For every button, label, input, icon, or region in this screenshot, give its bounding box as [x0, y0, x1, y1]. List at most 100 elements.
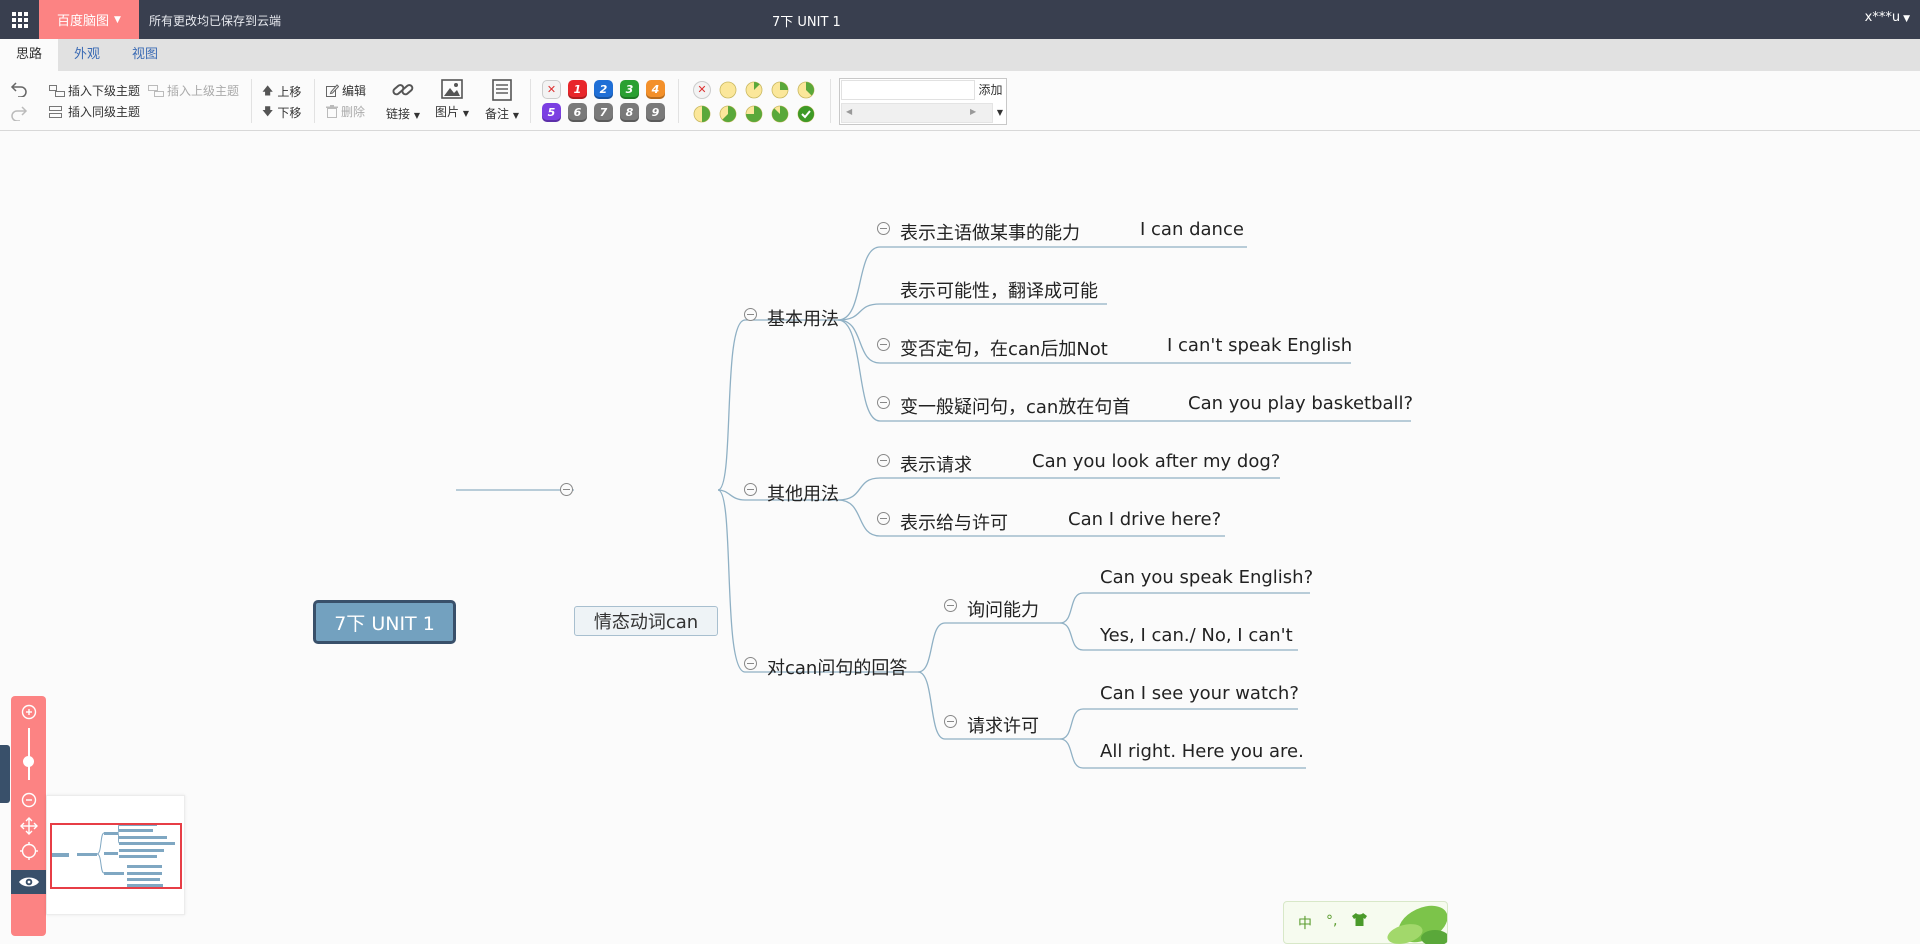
mindmap-canvas[interactable]: 7下 UNIT 1 情态动词can 基本用法 表示主语做某事的能力 I can …: [0, 132, 1920, 944]
edit-label: 编辑: [342, 84, 367, 98]
branch-topic[interactable]: 基本用法: [767, 309, 839, 330]
brand-menu-button[interactable]: 百度脑图 ▼: [39, 0, 139, 39]
user-menu[interactable]: x***u▼: [1865, 10, 1910, 25]
chevron-down-icon[interactable]: ▼: [996, 108, 1004, 117]
progress-2-icon[interactable]: [771, 81, 789, 99]
subtopic[interactable]: 请求许可: [967, 716, 1039, 737]
priority-7-button[interactable]: 7: [594, 103, 613, 122]
note-label: 备注: [485, 107, 510, 121]
subtopic[interactable]: 表示可能性，翻译成可能: [900, 281, 1098, 302]
note-button[interactable]: 备注 ▼: [482, 79, 522, 123]
insert-parent-button[interactable]: 插入上级主题: [148, 82, 239, 99]
progress-0-icon[interactable]: [719, 81, 737, 99]
collapse-icon[interactable]: [877, 338, 890, 351]
document-title[interactable]: 7下 UNIT 1: [772, 15, 841, 30]
example-topic[interactable]: Can you play basketball?: [1188, 393, 1414, 414]
delete-button[interactable]: 删除: [326, 103, 365, 120]
priority-4-button[interactable]: 4: [646, 80, 665, 99]
priority-5-button[interactable]: 5: [542, 103, 561, 122]
collapse-icon[interactable]: [877, 396, 890, 409]
navigator-minimap[interactable]: [46, 795, 185, 915]
locate-root-icon[interactable]: [19, 841, 38, 860]
move-down-button[interactable]: 🡇 下移: [262, 103, 301, 122]
subtopic[interactable]: 表示主语做某事的能力: [900, 223, 1080, 244]
edit-button[interactable]: 编辑: [326, 82, 366, 99]
collapse-icon[interactable]: [944, 715, 957, 728]
minimap-viewport[interactable]: [50, 823, 182, 889]
collapse-icon[interactable]: [944, 599, 957, 612]
move-icon[interactable]: [19, 816, 38, 835]
clear-progress-icon[interactable]: ✕: [693, 81, 711, 99]
example-topic[interactable]: Yes, I can./ No, I can't: [1100, 625, 1293, 646]
zoom-out-icon[interactable]: [19, 790, 38, 809]
insert-sibling-button[interactable]: 插入同级主题: [49, 103, 140, 120]
example-topic[interactable]: Can I drive here?: [1068, 509, 1222, 530]
connector-line: [837, 319, 1351, 364]
example-topic[interactable]: All right. Here you are.: [1100, 741, 1304, 762]
priority-1-button[interactable]: 1: [568, 80, 587, 99]
collapse-icon[interactable]: [744, 483, 757, 496]
priority-6-button[interactable]: 6: [568, 103, 587, 122]
progress-5-icon[interactable]: [719, 105, 737, 123]
undo-icon[interactable]: [10, 81, 28, 100]
progress-3-icon[interactable]: [797, 81, 815, 99]
zoom-in-icon[interactable]: [19, 702, 38, 721]
resource-input[interactable]: [841, 80, 975, 100]
collapse-icon[interactable]: [877, 512, 890, 525]
move-up-button[interactable]: 🡅 上移: [262, 82, 301, 101]
tab-idea[interactable]: 思路: [0, 39, 58, 71]
eye-icon[interactable]: [11, 870, 46, 894]
progress-1-icon[interactable]: [745, 81, 763, 99]
move-down-label: 下移: [277, 106, 302, 120]
subtopic[interactable]: 表示给与许可: [900, 513, 1008, 534]
example-topic[interactable]: Can you speak English?: [1100, 567, 1314, 588]
collapse-icon[interactable]: [877, 454, 890, 467]
subtopic[interactable]: 变否定句，在can后加Not: [900, 339, 1108, 360]
progress-7-icon[interactable]: [771, 105, 789, 123]
ime-mode[interactable]: 中: [1298, 916, 1312, 932]
collapse-icon[interactable]: [560, 483, 573, 496]
resource-add-button[interactable]: 添加: [978, 83, 1003, 97]
root-topic[interactable]: 7下 UNIT 1: [313, 600, 456, 644]
outline-toggle-handle[interactable]: [0, 745, 10, 803]
ime-punctuation[interactable]: °,: [1326, 913, 1338, 929]
resource-list[interactable]: ◀ ▶: [841, 103, 993, 123]
zoom-slider-track[interactable]: [28, 728, 30, 780]
progress-4-icon[interactable]: [693, 105, 711, 123]
subtopic[interactable]: 变一般疑问句，can放在句首: [900, 397, 1131, 418]
subtopic[interactable]: 询问能力: [967, 600, 1039, 621]
edit-icon: [326, 84, 339, 97]
priority-3-button[interactable]: 3: [620, 80, 639, 99]
branch-topic[interactable]: 对can问句的回答: [767, 658, 908, 679]
apps-grid-icon[interactable]: [0, 0, 39, 39]
insert-child-button[interactable]: 插入下级主题: [49, 82, 140, 99]
priority-2-button[interactable]: 2: [594, 80, 613, 99]
image-button[interactable]: 图片 ▼: [432, 79, 472, 123]
toolbar-divider: [530, 79, 531, 123]
clear-priority-icon[interactable]: ✕: [542, 80, 561, 99]
scroll-left-icon[interactable]: ◀: [846, 107, 853, 116]
shirt-icon[interactable]: [1352, 913, 1367, 930]
subtopic[interactable]: 表示请求: [900, 455, 972, 476]
scroll-right-icon[interactable]: ▶: [970, 107, 977, 116]
link-button[interactable]: 链接 ▼: [383, 79, 423, 123]
priority-8-button[interactable]: 8: [620, 103, 639, 122]
redo-icon[interactable]: [10, 105, 28, 124]
tab-view[interactable]: 视图: [131, 47, 158, 62]
branch-topic[interactable]: 其他用法: [767, 484, 839, 505]
user-name: x***u: [1864, 10, 1901, 25]
zoom-slider-knob[interactable]: [23, 756, 34, 767]
ime-toolbar[interactable]: 中 °,: [1283, 901, 1448, 944]
progress-8-icon[interactable]: [797, 105, 815, 123]
main-topic[interactable]: 情态动词can: [574, 606, 718, 636]
example-topic[interactable]: I can dance: [1140, 219, 1244, 240]
progress-6-icon[interactable]: [745, 105, 763, 123]
collapse-icon[interactable]: [744, 657, 757, 670]
example-topic[interactable]: Can you look after my dog?: [1032, 451, 1281, 472]
example-topic[interactable]: Can I see your watch?: [1100, 683, 1299, 704]
priority-9-button[interactable]: 9: [646, 103, 665, 122]
tab-appearance[interactable]: 外观: [73, 47, 100, 62]
example-topic[interactable]: I can't speak English: [1167, 335, 1353, 356]
collapse-icon[interactable]: [744, 308, 757, 321]
collapse-icon[interactable]: [877, 222, 890, 235]
